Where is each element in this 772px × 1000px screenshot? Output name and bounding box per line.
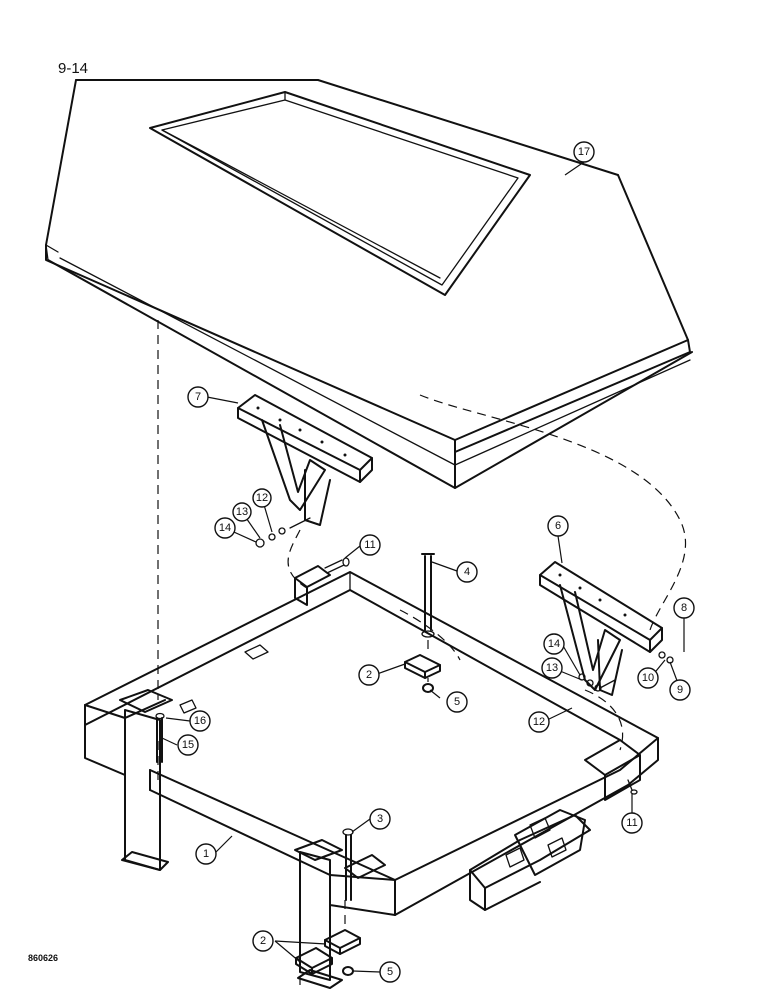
callout-16: 16 (189, 710, 211, 732)
short-bolt (342, 828, 354, 901)
callout-leaders (161, 161, 685, 973)
svg-text:2: 2 (260, 935, 266, 947)
callout-9: 9 (669, 679, 691, 701)
callout-10: 10 (637, 667, 659, 689)
washer-plate-center (404, 654, 441, 693)
callout-5-bottom: 5 (379, 961, 401, 983)
callout-3: 3 (369, 808, 391, 830)
callout-2-center: 2 (358, 664, 380, 686)
callout-7: 7 (187, 386, 209, 408)
callout-6: 6 (547, 515, 569, 537)
svg-text:10: 10 (642, 672, 654, 684)
svg-text:15: 15 (182, 739, 194, 751)
callout-11-bottom: 11 (621, 812, 643, 834)
svg-text:1: 1 (203, 848, 209, 860)
callout-17: 17 (573, 141, 595, 163)
svg-text:12: 12 (256, 492, 268, 504)
callout-13-right: 13 (541, 657, 563, 679)
callout-15: 15 (177, 734, 199, 756)
svg-text:3: 3 (377, 813, 383, 825)
callout-4: 4 (456, 561, 478, 583)
svg-text:2: 2 (366, 669, 372, 681)
callout-12-right: 12 (528, 711, 550, 733)
svg-text:14: 14 (219, 522, 231, 534)
svg-text:11: 11 (626, 817, 637, 829)
right-hardware-stack (578, 673, 616, 692)
base-frame (84, 565, 659, 989)
callout-8: 8 (673, 597, 695, 619)
canopy-roof (45, 79, 693, 489)
svg-text:13: 13 (546, 662, 558, 674)
callout-5-center: 5 (446, 691, 468, 713)
callout-14-right: 14 (543, 633, 565, 655)
callout-12-left: 12 (252, 488, 272, 508)
svg-text:9: 9 (677, 684, 683, 696)
bottom-washer-plates (295, 929, 361, 976)
callout-2-bottom: 2 (252, 930, 274, 952)
svg-text:5: 5 (454, 696, 460, 708)
long-bolt (421, 553, 435, 638)
callout-13-left: 13 (232, 502, 252, 522)
assembly-dashed-lines (157, 320, 687, 985)
svg-text:13: 13 (236, 506, 248, 518)
small-bolts (324, 557, 674, 795)
callout-11-top: 11 (359, 534, 381, 556)
svg-text:5: 5 (387, 966, 393, 978)
right-mounting-bracket (539, 561, 663, 696)
callout-14-left: 14 (214, 517, 236, 539)
svg-text:16: 16 (194, 715, 206, 727)
left-hardware-stack (255, 517, 311, 548)
svg-text:4: 4 (464, 566, 470, 578)
left-post-bolt (155, 712, 165, 763)
figure-code: 860626 (28, 953, 59, 963)
callout-1: 1 (195, 843, 217, 865)
svg-text:12: 12 (533, 716, 545, 728)
svg-text:7: 7 (195, 391, 201, 403)
svg-text:11: 11 (364, 539, 375, 551)
svg-text:14: 14 (548, 638, 560, 650)
page-number: 9-14 (58, 60, 89, 77)
svg-text:8: 8 (681, 602, 687, 614)
svg-text:17: 17 (578, 146, 590, 158)
left-mounting-bracket (237, 394, 373, 526)
svg-text:6: 6 (555, 520, 561, 532)
